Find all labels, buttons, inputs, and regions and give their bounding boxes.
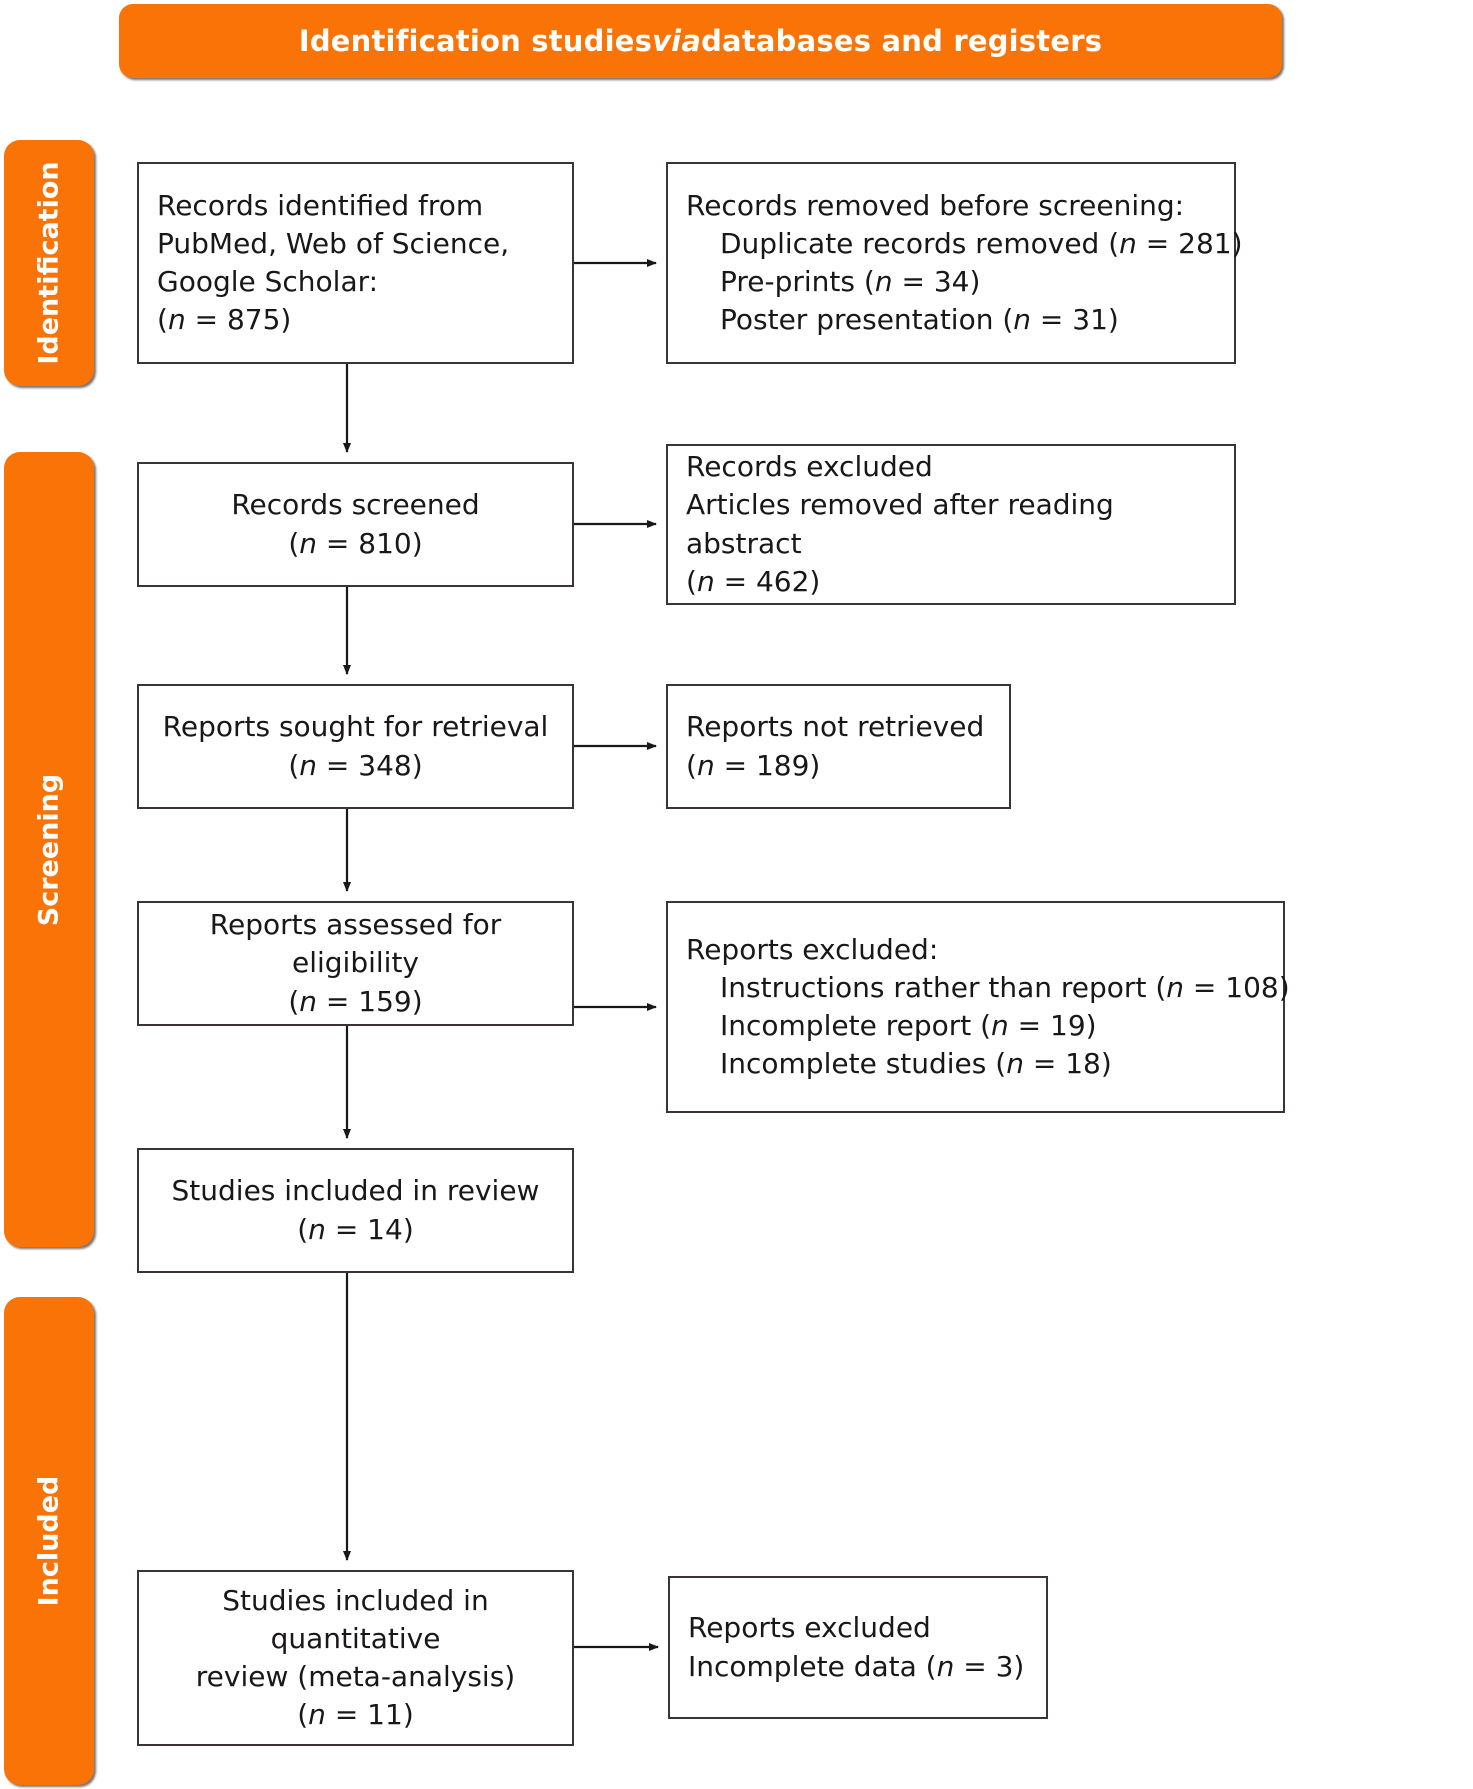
records-excluded-line1: Records excluded [686, 450, 933, 484]
records-screened-count: (n = 810) [288, 526, 423, 560]
box-reports-excluded: Reports excluded: Instructions rather th… [666, 901, 1290, 1113]
reports-excluded-data-line2: Incomplete data (n = 3) [688, 1649, 1025, 1683]
reports-excluded-title: Reports excluded: [686, 932, 939, 966]
reports-sought-line1: Reports sought for retrieval [162, 710, 549, 744]
records-identified-count: (n = 875) [157, 303, 292, 337]
reports-not-retrieved-line1: Reports not retrieved [686, 710, 985, 744]
banner-text-after: databases and registers [701, 24, 1103, 58]
studies-included-meta-line2: review (meta-analysis) [195, 1660, 516, 1693]
records-screened-line1: Records screened [231, 488, 480, 522]
records-removed-item-poster: Poster presentation (n = 31) [720, 303, 1119, 337]
studies-included-review-line1: Studies included in review [171, 1174, 540, 1208]
records-removed-title: Records removed before screening: [686, 188, 1185, 222]
box-studies-included-meta-analysis: Studies included in quantitative review … [137, 1570, 574, 1746]
reports-excluded-item-instructions: Instructions rather than report (n = 108… [720, 970, 1290, 1004]
reports-assessed-count: (n = 159) [288, 984, 423, 1018]
reports-excluded-item-incomplete-studies: Incomplete studies (n = 18) [720, 1047, 1112, 1081]
box-reports-excluded-incomplete-data: Reports excluded Incomplete data (n = 3) [668, 1576, 1048, 1719]
records-identified-line1: Records identified from [157, 188, 484, 222]
box-reports-sought: Reports sought for retrieval (n = 348) [137, 684, 574, 809]
reports-excluded-item-incomplete-report: Incomplete report (n = 19) [720, 1009, 1097, 1042]
stage-bar-included: Included [4, 1297, 94, 1785]
banner-text-italic: via [652, 24, 702, 58]
records-removed-item-preprints: Pre-prints (n = 34) [720, 265, 981, 298]
reports-not-retrieved-count: (n = 189) [686, 748, 821, 782]
stage-bar-identification: Identification [4, 140, 94, 386]
stage-bar-screening: Screening [4, 452, 94, 1247]
records-identified-line2: PubMed, Web of Science, [157, 226, 510, 260]
reports-sought-count: (n = 348) [288, 748, 423, 782]
stage-label-screening: Screening [33, 773, 65, 926]
studies-included-review-count: (n = 14) [297, 1212, 414, 1246]
reports-excluded-data-line1: Reports excluded [688, 1611, 931, 1645]
records-identified-line3: Google Scholar: [157, 265, 379, 298]
box-reports-not-retrieved: Reports not retrieved (n = 189) [666, 684, 1011, 809]
records-removed-item-duplicates: Duplicate records removed (n = 281) [720, 226, 1243, 260]
box-records-identified: Records identified from PubMed, Web of S… [137, 162, 574, 364]
diagram-title-banner: Identification studies via databases and… [119, 4, 1282, 78]
records-excluded-count: (n = 462) [686, 564, 821, 598]
studies-included-meta-count: (n = 11) [297, 1698, 414, 1732]
box-records-excluded-abstract: Records excluded Articles removed after … [666, 444, 1236, 605]
box-studies-included-review: Studies included in review (n = 14) [137, 1148, 574, 1273]
box-reports-assessed: Reports assessed for eligibility (n = 15… [137, 901, 574, 1026]
box-records-removed-before-screening: Records removed before screening: Duplic… [666, 162, 1243, 364]
stage-label-identification: Identification [33, 161, 65, 365]
studies-included-meta-line1: Studies included in quantitative [222, 1583, 489, 1655]
records-excluded-line2: Articles removed after reading abstract [686, 488, 1114, 560]
reports-assessed-line1: Reports assessed for eligibility [209, 908, 502, 980]
stage-label-included: Included [33, 1475, 65, 1607]
banner-text-before: Identification studies [298, 24, 653, 58]
box-records-screened: Records screened (n = 810) [137, 462, 574, 587]
